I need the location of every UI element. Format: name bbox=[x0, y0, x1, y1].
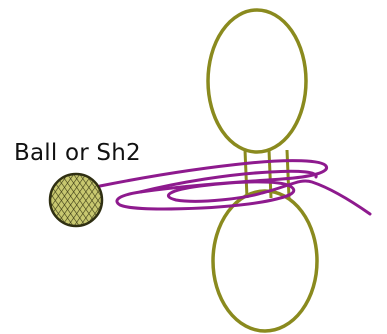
bottom-loop bbox=[213, 191, 317, 331]
connector-leg-right bbox=[287, 150, 289, 198]
ball-label: Ball or Sh2 bbox=[14, 140, 141, 166]
ball bbox=[50, 174, 102, 226]
top-loop bbox=[208, 10, 306, 152]
thread-strands bbox=[100, 161, 370, 214]
